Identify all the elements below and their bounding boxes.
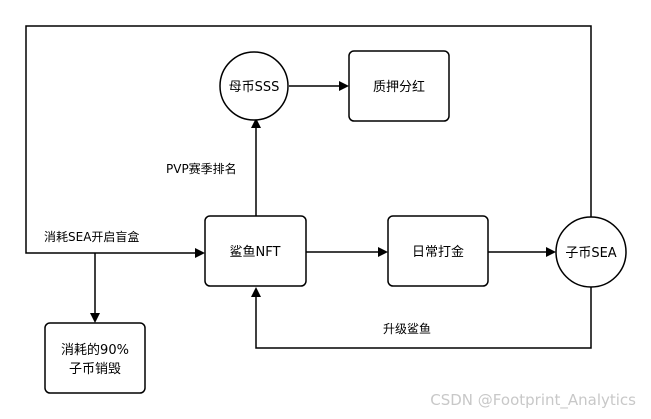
node-daily-gold-label: 日常打金 bbox=[412, 244, 464, 260]
arrowhead bbox=[90, 313, 100, 323]
node-pledge-dividend bbox=[348, 50, 450, 122]
node-child-coin-label: 子币SEA bbox=[565, 246, 616, 261]
arrowhead bbox=[339, 81, 349, 91]
arrowhead bbox=[251, 287, 261, 297]
node-mother-coin bbox=[219, 51, 289, 121]
node-child-coin bbox=[555, 216, 627, 288]
node-daily-gold bbox=[387, 215, 489, 287]
node-burn-box bbox=[44, 322, 146, 394]
edge-child-to-shark-loop bbox=[25, 25, 592, 254]
node-burn-label-line1: 消耗的90% bbox=[61, 342, 129, 358]
node-burn-label-line2: 子币销毁 bbox=[69, 362, 121, 377]
arrowhead bbox=[378, 247, 388, 257]
edge-label-blind-box: 消耗SEA开启盲盒 bbox=[44, 229, 139, 244]
node-shark-nft-label: 鲨鱼NFT bbox=[230, 244, 281, 260]
node-mother-coin-label: 母币SSS bbox=[229, 80, 280, 95]
arrowhead bbox=[195, 248, 205, 258]
arrowhead bbox=[546, 247, 556, 257]
edge-upgrade-loop bbox=[255, 287, 592, 349]
node-pledge-dividend-label: 质押分红 bbox=[373, 79, 425, 95]
arrowhead bbox=[251, 118, 261, 128]
edge-label-pvp-ranking: PVP赛季排名 bbox=[166, 161, 237, 176]
edge-label-upgrade: 升级鲨鱼 bbox=[383, 322, 431, 336]
watermark: CSDN @Footprint_Analytics bbox=[430, 391, 636, 410]
node-shark-nft bbox=[204, 215, 307, 287]
